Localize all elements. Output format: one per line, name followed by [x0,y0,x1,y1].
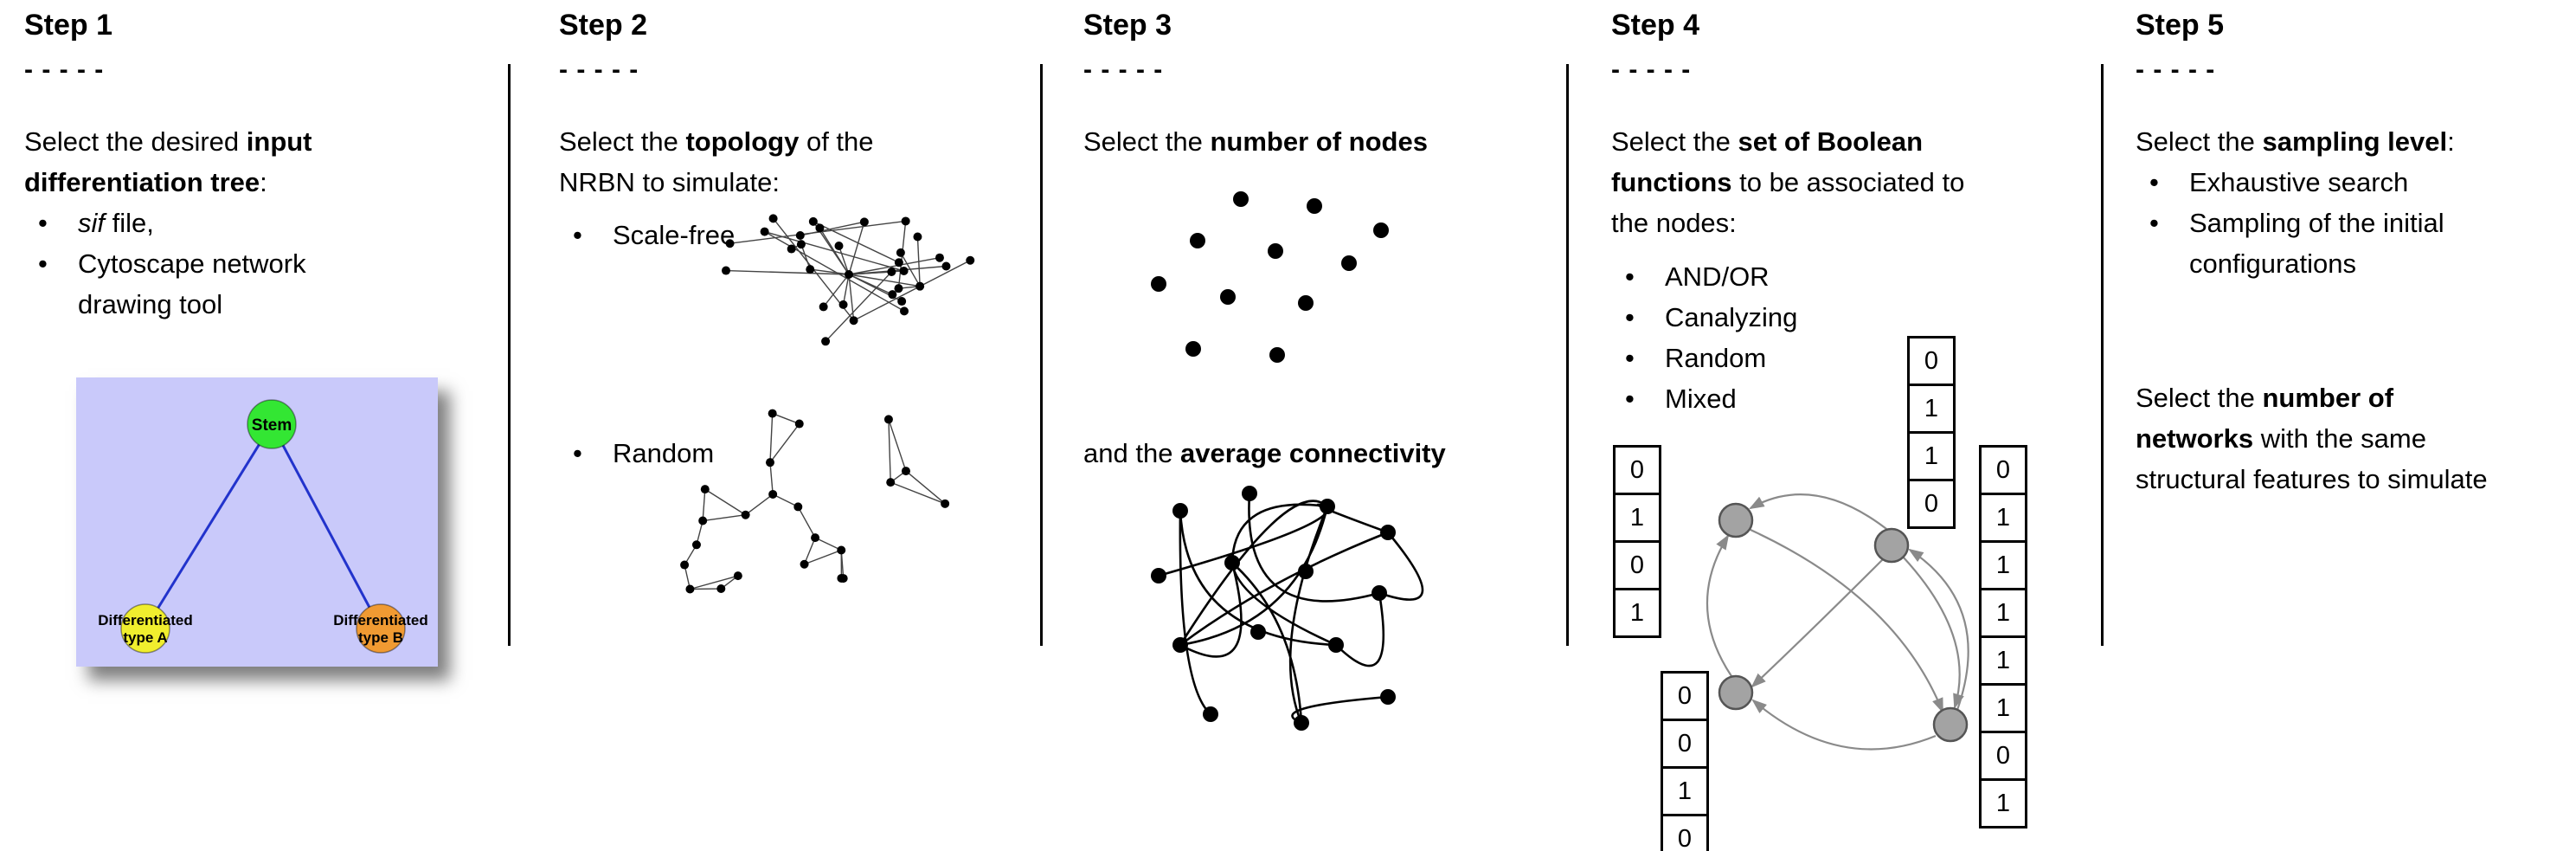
step-4-column: Step 4 - - - - - Select the set of Boole… [1611,0,2113,851]
bullet-and-or: AND/OR [1611,256,1975,297]
truth-table-cell: 1 [1979,778,2027,828]
column-divider [1040,64,1043,646]
bullet-random-topology: Random [559,433,836,474]
bullet-cytoscape-tool: Cytoscape network drawing tool [24,243,396,325]
step-5-bullet-list: Exhaustive search Sampling of the initia… [2136,162,2551,284]
step-5-title: Step 5 [2136,9,2225,42]
step-3-intro: Select the number of nodes [1083,126,1428,157]
step-3-column: Step 3 - - - - - Select the number of no… [1083,0,1568,851]
truth-table-cell: 0 [1613,540,1661,590]
truth-table-cell: 0 [1907,336,1956,386]
step-1-column: Step 1 - - - - - Select the desired inpu… [24,0,509,851]
column-divider [1566,64,1569,646]
truth-table-cell: 0 [1907,479,1956,529]
step-2-column: Step 2 - - - - - Select the topology of … [559,0,1044,851]
connectivity-tangle-figure [1151,486,1424,731]
truth-table-cell: 1 [1979,588,2027,638]
scale-free-network-figure [722,214,975,346]
bullet-exhaustive-search: Exhaustive search [2136,162,2551,203]
boolean-network-figure [1706,493,1969,751]
step-5-intro: Select the sampling level: [2136,126,2455,157]
step-3-connectivity-text: and the average connectivity [1083,438,1446,468]
truth-table-cell: 1 [1979,493,2027,543]
svg-text:Stem: Stem [252,416,292,435]
step-1-intro: Select the desired input differentiation… [24,126,312,197]
truth-table-cell: 1 [1979,540,2027,590]
truth-table-cell: 0 [1613,445,1661,495]
step-2-bullet-scale-free-row: Scale-free [559,215,836,255]
step-5-column: Step 5 - - - - - Select the sampling lev… [2136,0,2573,851]
column-divider [2101,64,2104,646]
truth-table-cell: 0 [1979,731,2027,781]
step-4-bullet-list: AND/OR Canalyzing Random Mixed [1611,256,1975,419]
step-5-dashes: - - - - - [2136,55,2216,84]
step-2-bullet-random-row: Random [559,433,836,474]
truth-table-cell: 1 [1907,431,1956,481]
truth-table-cell: 1 [1979,635,2027,686]
nodes-dots-figure [1151,191,1389,363]
truth-table-cell: 0 [1661,719,1709,769]
step-2-intro: Select the topology of the NRBN to simul… [559,126,874,197]
bullet-canalyzing: Canalyzing [1611,297,1975,338]
truth-table-cell: 0 [1979,445,2027,495]
bullet-scale-free: Scale-free [559,215,836,255]
truth-table-cell: 1 [1613,493,1661,543]
bullet-sif-file: sif file, [24,203,396,243]
step-1-bullet-list: sif file, Cytoscape network drawing tool [24,203,396,325]
truth-table-cell: 1 [1907,384,1956,434]
random-network-figure [680,409,950,594]
truth-table-cell: 0 [1661,671,1709,721]
truth-table-cell: 0 [1661,814,1709,851]
bullet-mixed: Mixed [1611,378,1975,419]
step-5-networks-text: Select the number of networks with the s… [2136,383,2488,494]
step-1-dashes: - - - - - [24,55,105,84]
step-2-dashes: - - - - - [559,55,639,84]
step-4-title: Step 4 [1611,9,1700,42]
step-1-title: Step 1 [24,9,113,42]
step-2-title: Step 2 [559,9,648,42]
truth-table-cell: 1 [1661,766,1709,816]
step-4-dashes: - - - - - [1611,55,1692,84]
truth-table-cell: 1 [1613,588,1661,638]
step-3-dashes: - - - - - [1083,55,1164,84]
step-3-title: Step 3 [1083,9,1172,42]
bullet-random-functions: Random [1611,338,1975,378]
step-4-intro: Select the set of Boolean functions to b… [1611,126,1965,238]
bullet-sampling-configurations: Sampling of the initial configurations [2136,203,2551,284]
truth-table-cell: 1 [1979,683,2027,733]
column-divider [508,64,511,646]
